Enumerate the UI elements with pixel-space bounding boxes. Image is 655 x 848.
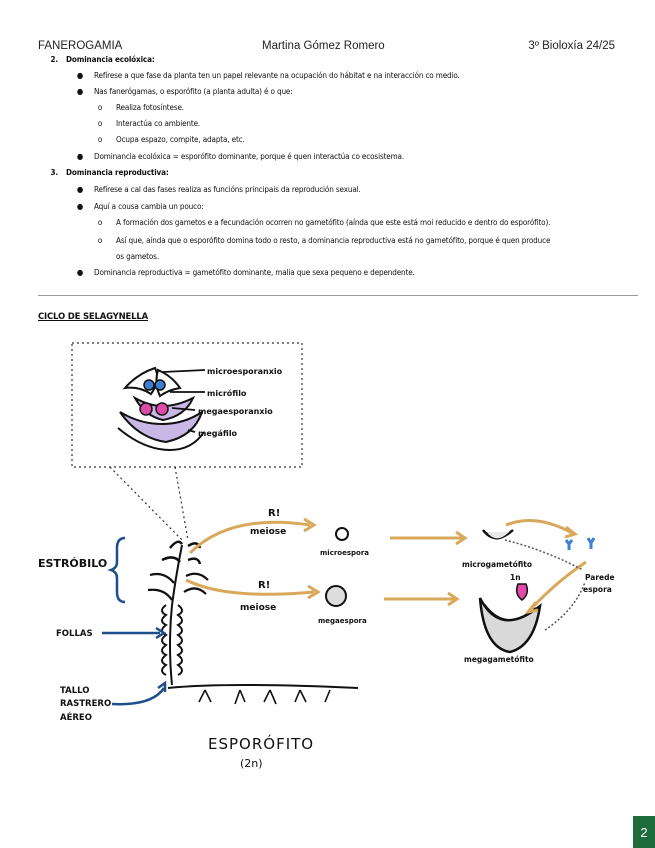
section-heading-ecological: 2.Dominancia ecolóxica: xyxy=(50,54,155,64)
label-meiosis-bottom: meiose xyxy=(240,603,276,613)
label-ri-bottom: R! xyxy=(258,580,270,591)
zoomed-strobilus-icon xyxy=(117,366,206,452)
label-megasporangium: megaesporanxio xyxy=(198,407,273,416)
meiosis-arrow-top xyxy=(188,520,311,555)
megagametophyte-icon xyxy=(478,583,542,654)
label-sporophyte: ESPORÓFITO xyxy=(208,734,314,753)
label-ploidy-2n: (2n) xyxy=(240,757,263,770)
zoom-line-left xyxy=(109,466,183,541)
spore-wall-pointer-1 xyxy=(504,539,584,571)
label-microphyll: micrófilo xyxy=(207,388,247,398)
label-spore-wall-2: espora xyxy=(583,585,612,594)
label-megaphyll: megáfilo xyxy=(198,429,238,438)
strobilus-brace xyxy=(107,536,126,604)
label-megagametophyte: megagametófito xyxy=(464,655,534,664)
section-title: CICLO DE SELAGYNELLA xyxy=(38,312,148,322)
zoom-box xyxy=(71,342,303,468)
bullet-item: ●Nas fanerógamas, o esporófito (a planta… xyxy=(76,86,293,96)
stem-arrow xyxy=(111,687,166,706)
label-stem-3: AÉREO xyxy=(60,711,92,723)
bullet-item: ●Refírese a que fase da planta ten un pa… xyxy=(76,70,460,80)
section-divider xyxy=(38,295,638,296)
microspore-icon xyxy=(335,527,349,541)
label-ri-top: R! xyxy=(268,508,280,519)
sperm-icons xyxy=(564,537,596,550)
bullet-item: ●Dominancia ecolóxica = esporófito domin… xyxy=(76,151,405,161)
label-megaspore: megaespora xyxy=(318,617,367,625)
bullet-item: ●Dominancia reproductiva = gametófito do… xyxy=(76,267,415,277)
sporophyte-plant-icon xyxy=(147,540,359,705)
label-strobilus: ESTRÓBILO xyxy=(38,557,107,570)
page-number: 2 xyxy=(633,816,655,848)
label-microgametophyte: microgametófito xyxy=(462,560,532,569)
label-stem-1: TALLO xyxy=(60,686,89,696)
label-leaves: FOLLAS xyxy=(56,629,93,639)
label-spore-wall-1: Parede xyxy=(585,573,615,582)
sub-item-continuation: os gametos. xyxy=(116,251,159,261)
label-meiosis-top: meiose xyxy=(250,527,286,537)
label-microsporangium: microesporanxio xyxy=(207,367,283,376)
label-gametophyte-1n: 1n xyxy=(510,573,521,582)
microgametophyte-icon xyxy=(482,529,514,540)
megaspore-icon xyxy=(325,585,347,607)
fertilization-arrow xyxy=(528,560,587,612)
header-course: 3º Bioloxía 24/25 xyxy=(528,40,615,52)
selaginella-life-cycle-diagram: microesporanxio micrófilo megaesporanxio… xyxy=(38,342,615,770)
bullet-item: ●Refírese a cal das fases realiza as fun… xyxy=(76,184,361,194)
bullet-item: ●Aquí a cousa cambia un pouco: xyxy=(76,201,204,211)
header-subject: FANEROGAMIA xyxy=(38,40,123,52)
spore-wall-pointer-2 xyxy=(544,581,586,631)
arrow-to-sperm xyxy=(505,519,573,535)
label-microspore: microespora xyxy=(320,549,369,557)
zoom-line-right xyxy=(174,466,189,541)
label-stem-2: RASTRERO xyxy=(60,699,111,709)
meiosis-arrow-bottom xyxy=(185,578,315,596)
header-author: Martina Gómez Romero xyxy=(262,40,385,52)
section-heading-reproductive: 3.Dominancia reproductiva: xyxy=(50,167,169,177)
